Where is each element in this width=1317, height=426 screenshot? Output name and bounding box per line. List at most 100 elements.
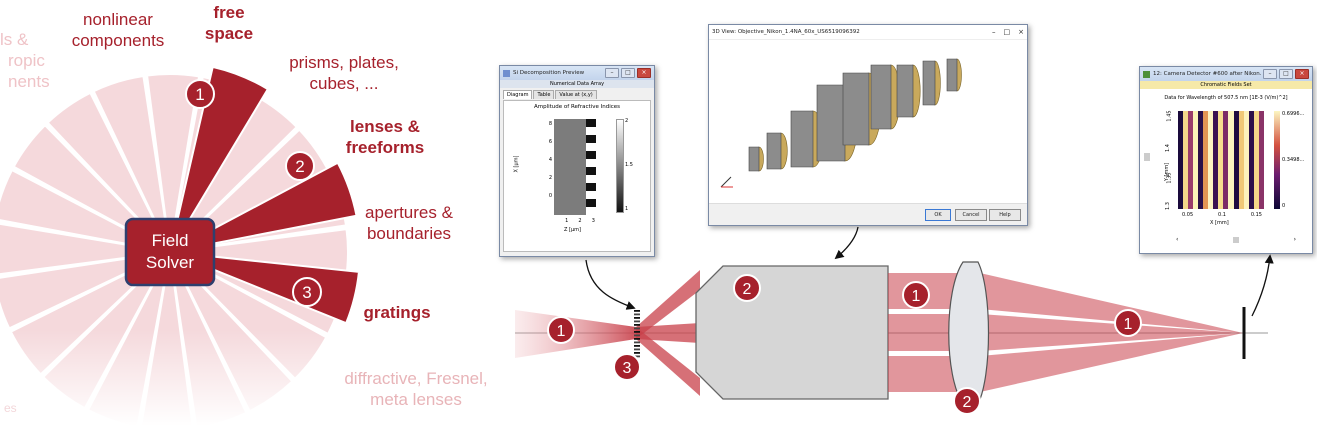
- wheel-segment-highlight: [169, 161, 358, 253]
- minimize-button[interactable]: –: [992, 28, 996, 36]
- window-subtitle: Chromatic Fields Set: [1140, 81, 1312, 89]
- index-stripe: [586, 199, 596, 207]
- wheel-segment: [0, 222, 171, 276]
- lens-element-mount: [896, 64, 914, 118]
- lens-element-mount: [946, 58, 958, 92]
- lens-element-mount: [922, 60, 936, 106]
- wheel-segment: [92, 74, 171, 253]
- tab-diagram[interactable]: Diagram: [503, 90, 533, 99]
- x-axis-label: X [mm]: [1210, 220, 1229, 226]
- y-axis-label: X [µm]: [513, 155, 520, 173]
- wheel-segment: [46, 91, 171, 253]
- field-solver-box: Field Solver: [124, 217, 216, 287]
- index-stripe: [586, 191, 596, 199]
- chevron-right-icon[interactable]: ›: [1293, 236, 1296, 243]
- arrow-3dview-to-objective: [834, 226, 859, 260]
- index-stripe: [586, 175, 596, 183]
- x-axis-label: Z [µm]: [564, 227, 581, 233]
- fringe-column: [1208, 111, 1214, 209]
- fringe-column: [1203, 111, 1209, 209]
- minimize-button[interactable]: –: [605, 68, 619, 78]
- help-button[interactable]: Help: [989, 209, 1021, 221]
- maximize-button[interactable]: □: [1003, 28, 1011, 36]
- badge-tube-lens: 2: [953, 387, 981, 415]
- camera-detector-window: 12: Camera Detector #600 after Nikon... …: [1139, 66, 1313, 254]
- cbar-tick-mid: 1.5: [625, 162, 633, 168]
- index-stripe: [586, 207, 596, 215]
- lens-element-mount: [816, 84, 846, 162]
- lens-element-mount: [748, 146, 760, 172]
- grating-ridge: [634, 348, 640, 351]
- tab-table[interactable]: Table: [533, 90, 555, 99]
- fringe-column: [1253, 111, 1259, 209]
- index-stripe: [586, 143, 596, 151]
- index-stripe: [586, 167, 596, 175]
- fringe-column: [1223, 111, 1229, 209]
- close-button[interactable]: ×: [637, 68, 651, 78]
- grating-ridge: [634, 338, 640, 340]
- field-solver-line1: Field: [152, 231, 189, 250]
- wheel-segment: [145, 73, 201, 253]
- app-icon: [1143, 70, 1150, 78]
- optical-setup: [515, 226, 1274, 405]
- fringe-column: [1258, 111, 1264, 209]
- window-title: 12: Camera Detector #600 after Nikon...: [1153, 71, 1261, 77]
- chevron-left-icon[interactable]: ‹: [1176, 236, 1179, 243]
- badge-free-space-focus: 1: [1114, 309, 1142, 337]
- scroll-thumb[interactable]: [1233, 236, 1239, 243]
- grating-ridge: [634, 355, 640, 358]
- lens-element-mount: [790, 110, 814, 168]
- field-plot-panel: Data for Wavelength of 507.5 nm [1E-3 (V…: [1140, 89, 1312, 253]
- index-stripe: [586, 159, 596, 167]
- decomposition-preview-window: Si Decomposition Preview –□× Numerical D…: [499, 65, 655, 257]
- tab-value-at[interactable]: Value at (x,y): [555, 90, 597, 99]
- beam-center: [888, 314, 968, 351]
- fringe-column: [1183, 111, 1189, 209]
- cancel-button[interactable]: Cancel: [955, 209, 987, 221]
- cbar-tick-max: 0.6996...: [1282, 111, 1305, 117]
- y-tick-1: 1.45: [1166, 110, 1173, 122]
- objective-lens-body: [695, 265, 889, 400]
- lens-element-mount: [842, 72, 870, 146]
- grating-ridge: [634, 334, 640, 337]
- window-title: Si Decomposition Preview: [513, 70, 585, 76]
- maximize-button[interactable]: □: [1279, 69, 1293, 79]
- close-button[interactable]: ×: [1018, 28, 1024, 36]
- y-tick-2: 1.4: [1164, 144, 1171, 152]
- fringe-column: [1218, 111, 1224, 209]
- horizontal-scrollbar[interactable]: ‹ ›: [1176, 236, 1296, 243]
- badge-free-space-input: 1: [547, 316, 575, 344]
- 3d-view-window: 3D View: Objective_Nikon_1.4NA_60x_US651…: [708, 24, 1028, 226]
- focus-upper: [980, 273, 1243, 333]
- wheel-fade-bottom: [0, 330, 520, 426]
- focus-center: [980, 314, 1243, 351]
- svg-text:3: 3: [623, 360, 632, 377]
- svg-text:2: 2: [295, 157, 304, 176]
- maximize-button[interactable]: □: [621, 68, 635, 78]
- objective-3d-render[interactable]: [709, 39, 1027, 203]
- index-stripe: [586, 151, 596, 159]
- ok-button[interactable]: OK: [925, 209, 951, 221]
- svg-text:1: 1: [557, 323, 566, 340]
- lens-element-mount: [870, 64, 892, 130]
- fringe-column: [1213, 111, 1219, 209]
- cbar-tick-mid: 0.3498...: [1282, 157, 1305, 163]
- diffracted-order-lower: [636, 327, 700, 396]
- svg-text:2: 2: [963, 394, 972, 411]
- fringe-column: [1188, 111, 1194, 209]
- focus-lower: [980, 333, 1243, 392]
- window-subtitle: Numerical Data Array: [500, 80, 654, 88]
- fringe-column: [1193, 111, 1199, 209]
- window-title: 3D View: Objective_Nikon_1.4NA_60x_US651…: [712, 29, 860, 35]
- grating-ridge: [634, 317, 640, 319]
- arrow-decomp-to-grating: [585, 259, 636, 310]
- cbar-tick-min: 1: [625, 206, 629, 212]
- close-button[interactable]: ×: [1295, 69, 1309, 79]
- category-label: apertures &boundaries: [365, 203, 454, 243]
- minimize-button[interactable]: –: [1263, 69, 1277, 79]
- cbar-tick-max: 2: [625, 118, 629, 124]
- scroll-left-thumb[interactable]: [1144, 153, 1150, 161]
